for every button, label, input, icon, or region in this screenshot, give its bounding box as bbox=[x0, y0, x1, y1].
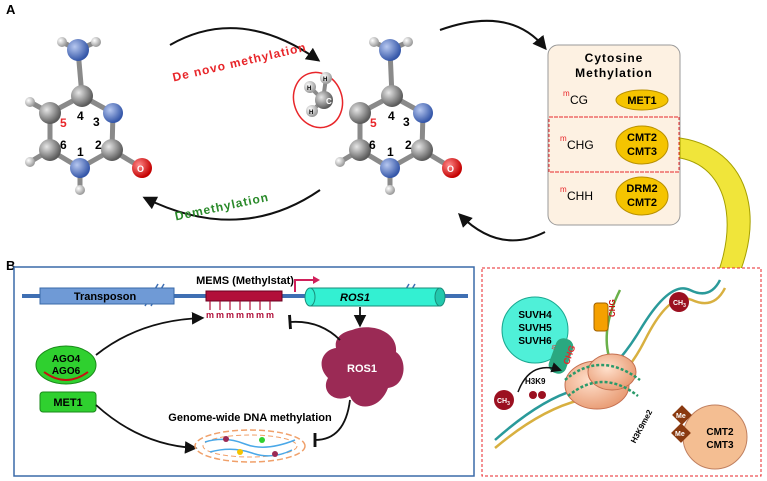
ch3-circle-right bbox=[669, 292, 689, 312]
chg-tag-label: CHG bbox=[608, 299, 617, 317]
enzyme-drm2: DRM2 bbox=[626, 183, 657, 195]
m-mark-1: m bbox=[206, 310, 214, 320]
m-mark-5: m bbox=[246, 310, 254, 320]
suvh6-label: SUVH6 bbox=[518, 336, 552, 347]
chg-tag bbox=[593, 302, 609, 332]
methyl-carbon-label: C bbox=[326, 97, 332, 106]
cytosine-box-title-2: Methylation bbox=[575, 66, 653, 80]
suvh4-label: SUVH4 bbox=[518, 310, 552, 321]
atom-number-6-right: 6 bbox=[369, 138, 376, 152]
atom-number-2: 2 bbox=[95, 138, 102, 152]
enzyme-cmt3: CMT3 bbox=[627, 146, 657, 158]
ros1-protein bbox=[321, 327, 404, 407]
ago-oval bbox=[35, 345, 97, 385]
methylation-marks bbox=[209, 301, 271, 310]
panel-a-label: A bbox=[6, 2, 16, 17]
ros1-to-genome-inhibit bbox=[313, 399, 351, 448]
demethylation-arrow bbox=[142, 189, 321, 221]
m-mark-2: m bbox=[216, 310, 224, 320]
transposon-box bbox=[39, 287, 175, 305]
ch3-label-left: CH3 bbox=[497, 398, 510, 407]
atom-number-4: 4 bbox=[77, 109, 84, 123]
cmt2-label: CMT2 bbox=[706, 427, 734, 438]
context-sup-chg: m bbox=[560, 134, 567, 143]
arrow-to-box bbox=[439, 19, 547, 51]
context-sup-cg: m bbox=[563, 89, 570, 98]
atom-number-3-right: 3 bbox=[403, 115, 410, 129]
m-mark-7: m bbox=[266, 310, 274, 320]
context-sup-chh: m bbox=[560, 185, 567, 194]
methyl-hydrogen-label: H bbox=[323, 77, 327, 83]
ros1-gene-label: ROS1 bbox=[340, 292, 370, 304]
cytosine-methylation-box: Cytosine Methylation m CG MET1 m CHG CMT… bbox=[547, 44, 681, 226]
atom-number-1: 1 bbox=[77, 145, 84, 159]
de-novo-label: De novo methylation bbox=[171, 40, 308, 84]
me-label-2: Me bbox=[675, 431, 685, 438]
m-mark-6: m bbox=[256, 310, 264, 320]
cmt3-label: CMT3 bbox=[706, 440, 734, 451]
h3k9-label: H3K9 bbox=[525, 377, 546, 386]
me-tag-1 bbox=[672, 405, 692, 425]
ros1-protein-label: ROS1 bbox=[347, 363, 377, 375]
ch3-label-right: CH3 bbox=[673, 300, 686, 309]
me-tag-2 bbox=[671, 423, 691, 443]
atom-number-5-right: 5 bbox=[370, 116, 377, 130]
atom-number-2-right: 2 bbox=[405, 138, 412, 152]
nucleosome bbox=[564, 353, 641, 410]
ago6-label: AGO6 bbox=[52, 366, 81, 377]
methyl-group: C H H H bbox=[292, 71, 344, 129]
arrow-from-box bbox=[458, 213, 546, 242]
enzyme-met1: MET1 bbox=[627, 95, 656, 107]
mems-label: MEMS (Methylstat) bbox=[196, 275, 294, 287]
tss-arrow bbox=[294, 279, 315, 292]
atom-number-1-right: 1 bbox=[387, 145, 394, 159]
atom-number-6: 6 bbox=[60, 138, 67, 152]
oxygen-label-right: O bbox=[447, 164, 454, 174]
atom-number-4-right: 4 bbox=[388, 109, 395, 123]
cytosine-molecule-left: 4 3 2 1 6 5 O bbox=[25, 37, 152, 195]
panel-b-label: B bbox=[6, 258, 15, 273]
context-chg: CHG bbox=[567, 138, 594, 152]
atom-number-5: 5 bbox=[60, 116, 67, 130]
genome-dna-cluster bbox=[194, 429, 306, 463]
ros1-gene bbox=[304, 287, 446, 307]
ago4-label: AGO4 bbox=[52, 354, 81, 365]
atom-number-3: 3 bbox=[93, 115, 100, 129]
ago-to-mems-arrow bbox=[95, 312, 205, 356]
m-mark-3: m bbox=[226, 310, 234, 320]
methyl-hydrogen-label-3: H bbox=[309, 110, 313, 116]
oxygen-label: O bbox=[137, 164, 144, 174]
ros1-to-mems-inhibit bbox=[288, 314, 341, 341]
methyl-hydrogen-label-2: H bbox=[307, 86, 311, 92]
context-cg: CG bbox=[570, 93, 588, 107]
demethylation-label: Demethylation bbox=[174, 190, 271, 224]
cytosine-box-title-1: Cytosine bbox=[585, 51, 644, 65]
enzyme-cmt2: CMT2 bbox=[627, 132, 657, 144]
met1-label: MET1 bbox=[53, 397, 82, 409]
m-mark-4: m bbox=[236, 310, 244, 320]
ch3-circle-left bbox=[494, 390, 514, 410]
mems-box bbox=[205, 290, 283, 302]
met1-box bbox=[39, 391, 97, 413]
de-novo-arrow bbox=[169, 27, 321, 62]
context-chh: CHH bbox=[567, 189, 593, 203]
mchg-sup: m bbox=[551, 344, 558, 351]
enzyme-cmt2-chh: CMT2 bbox=[627, 197, 657, 209]
genome-wide-label: Genome-wide DNA methylation bbox=[168, 412, 332, 424]
transposon-label: Transposon bbox=[74, 291, 137, 303]
me-label-1: Me bbox=[676, 413, 686, 420]
cytosine-molecule-right: 4 3 2 1 6 5 O bbox=[335, 37, 462, 195]
met1-to-genome-arrow bbox=[95, 404, 198, 454]
suvh-complex bbox=[501, 296, 569, 364]
suvh5-label: SUVH5 bbox=[518, 323, 552, 334]
